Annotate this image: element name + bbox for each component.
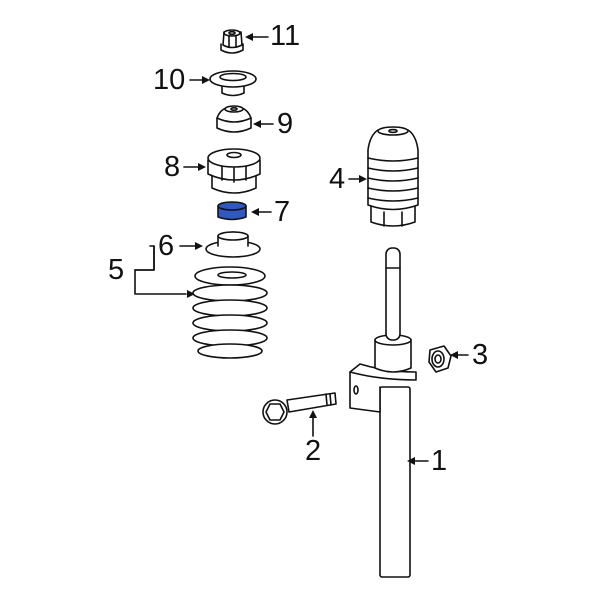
callout-10: 10 — [153, 64, 186, 96]
strut-1-icon — [349, 247, 417, 578]
callout-1: 1 — [431, 445, 448, 477]
leader-5-bottom — [134, 269, 187, 295]
callout-2: 2 — [305, 435, 322, 467]
nut-3-icon — [428, 345, 452, 373]
spring-seat-6-icon — [205, 231, 261, 258]
bumper-7-icon — [217, 201, 247, 221]
callout-9: 9 — [277, 108, 294, 140]
callout-4: 4 — [329, 163, 346, 195]
dust-boot-4-icon — [367, 126, 419, 227]
bolt-2-icon — [262, 392, 337, 425]
washer-10-icon — [209, 70, 257, 97]
upper-mount-8-icon — [207, 148, 261, 194]
callout-11: 11 — [270, 20, 301, 52]
callout-3: 3 — [472, 339, 489, 371]
nut-11-icon — [220, 29, 244, 54]
coil-spring-5-icon — [192, 266, 268, 359]
callout-8: 8 — [164, 151, 181, 183]
callout-7: 7 — [274, 196, 291, 228]
leader-5-top — [134, 245, 155, 271]
bushing-9-icon — [216, 105, 252, 133]
callout-6: 6 — [158, 230, 175, 262]
callout-5: 5 — [108, 254, 125, 286]
